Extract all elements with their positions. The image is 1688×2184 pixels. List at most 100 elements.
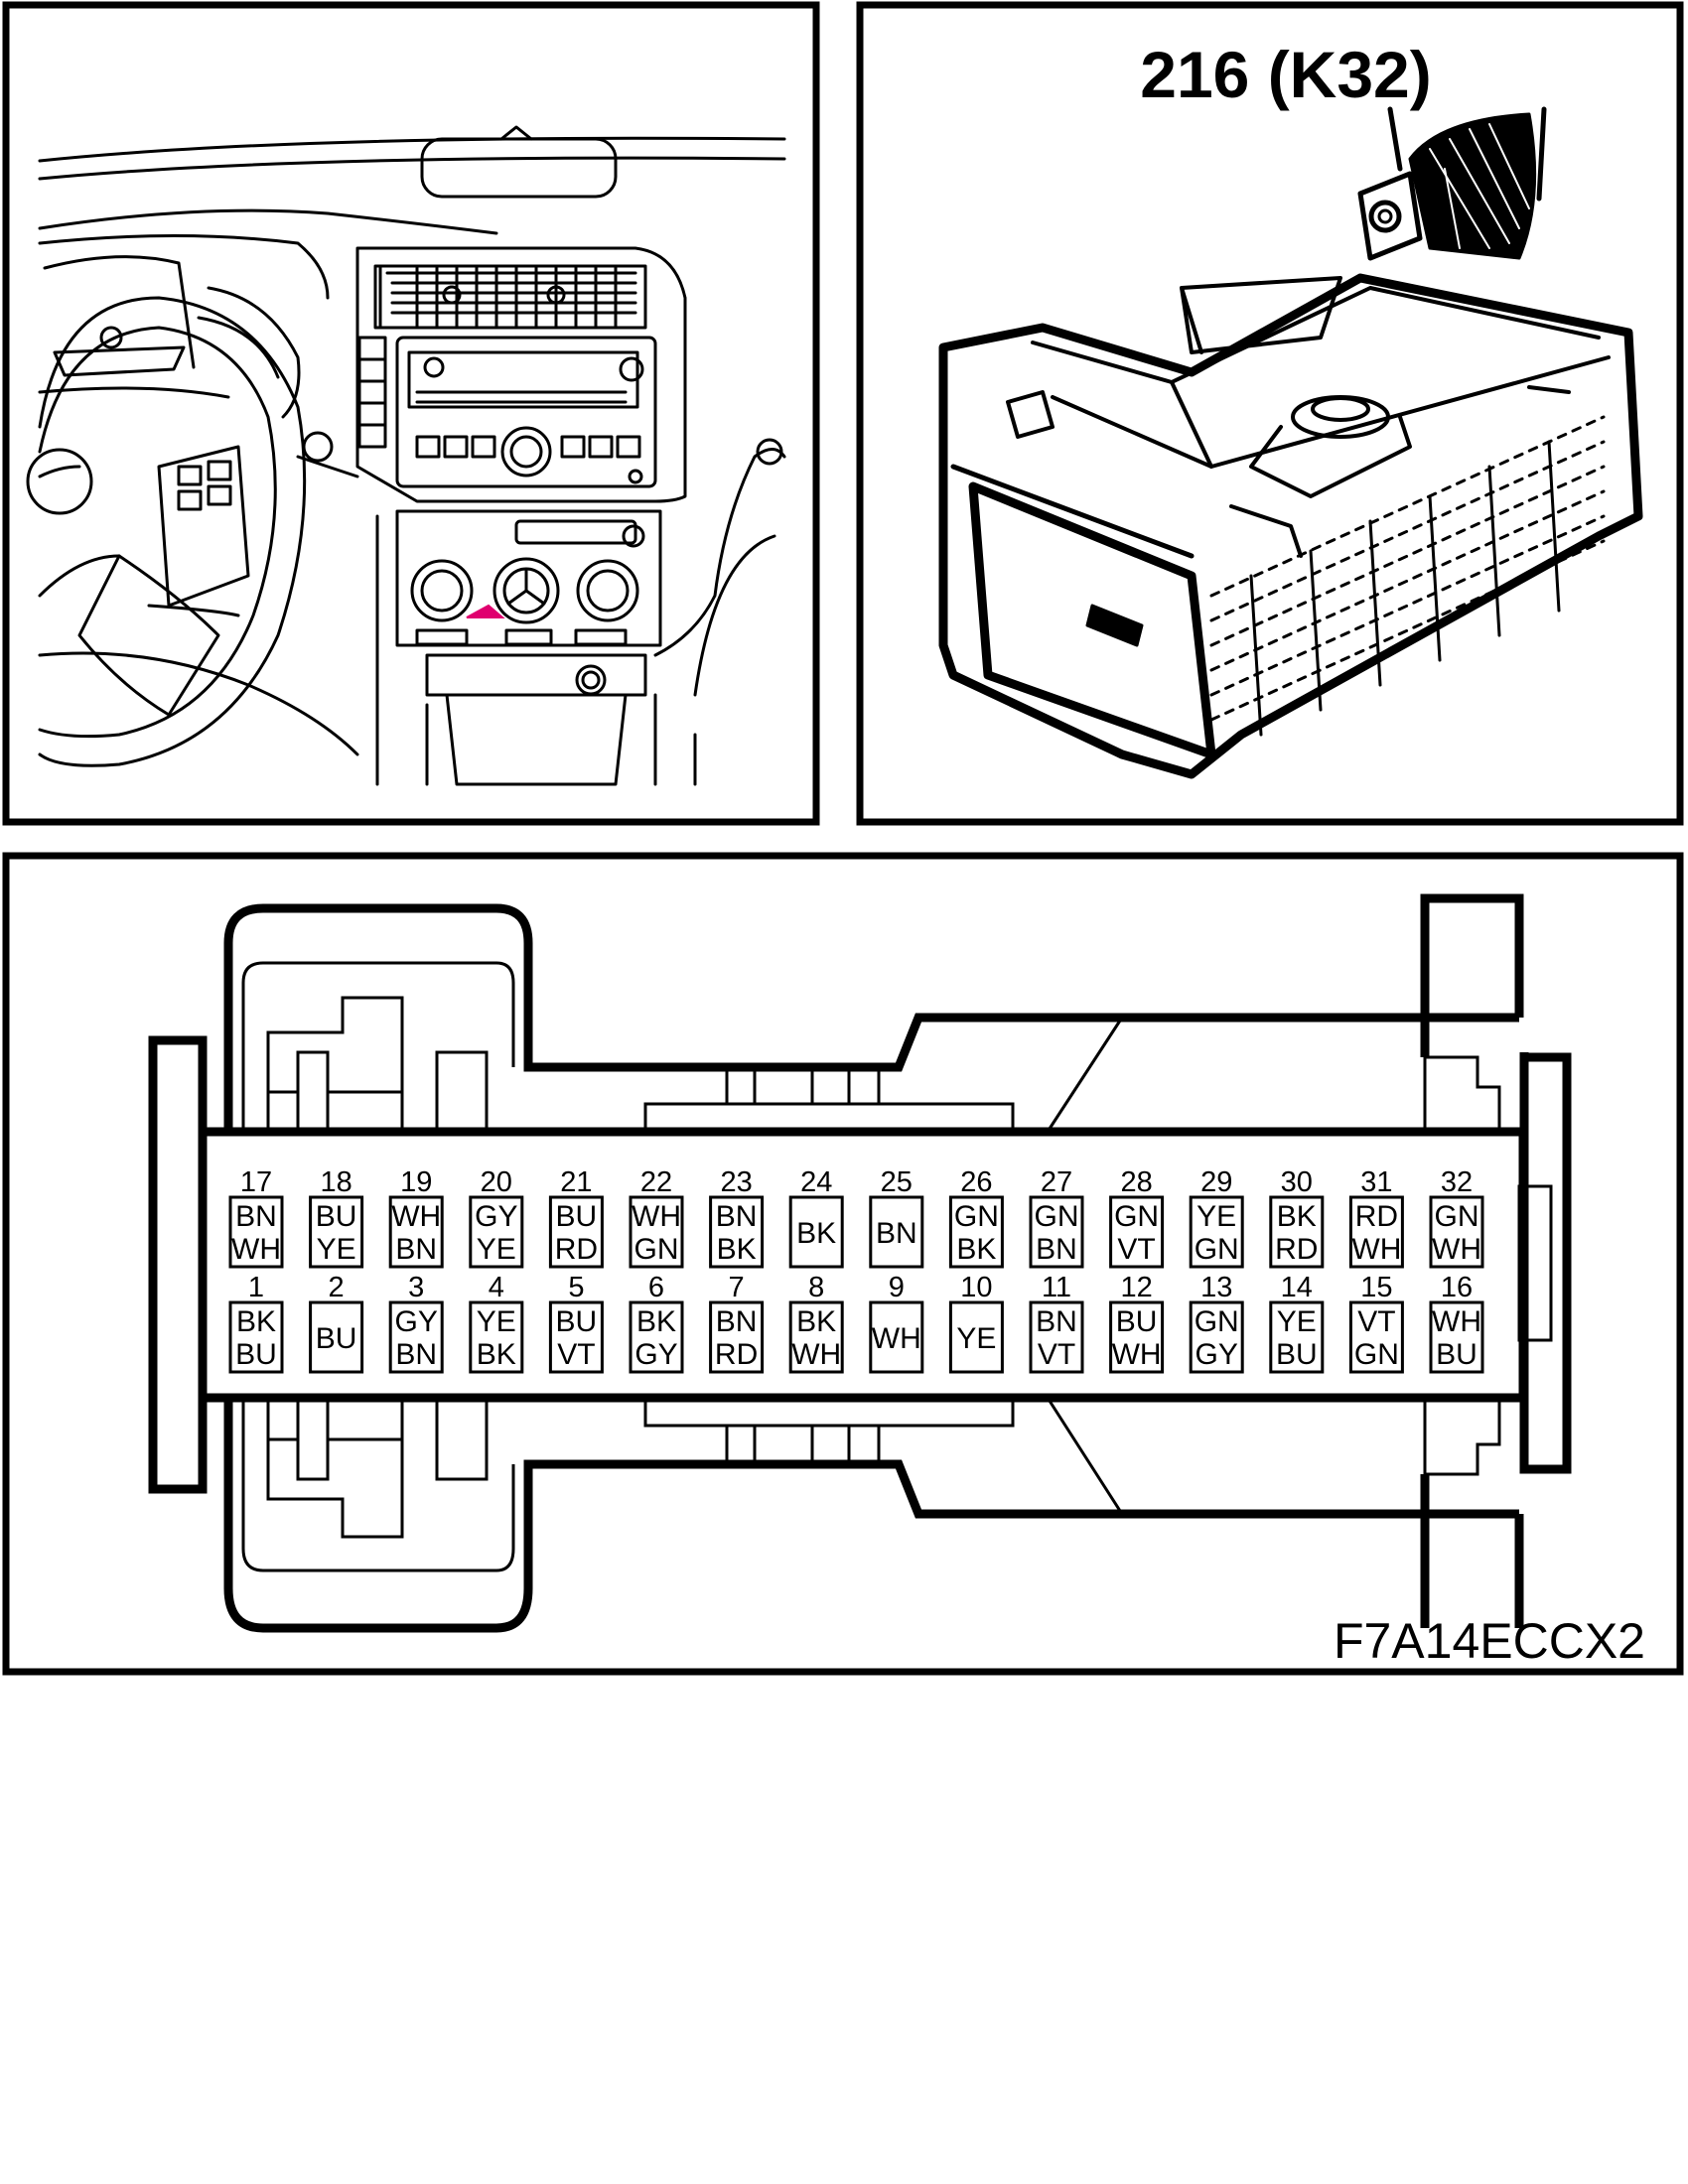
wire-color-code: RD [715,1338,758,1371]
pin-number: 31 [1360,1166,1392,1198]
wire-color-code: GN [1195,1233,1239,1266]
pin-cavity [469,1300,524,1374]
wire-color-code: YE [477,1233,516,1266]
wire-color-code: BK [1277,1200,1317,1233]
pin-cavity [469,1195,524,1269]
pin-cavity [1109,1300,1165,1374]
wire-color-code: BU [1276,1338,1318,1371]
pin-number: 8 [808,1272,824,1303]
wire-color-code: GN [954,1200,999,1233]
wire-color-code: WH [1351,1233,1401,1266]
wire-color-code: BK [796,1217,836,1250]
wire-color-code: BN [716,1200,758,1233]
wire-color-code: YE [317,1233,356,1266]
pin-number: 15 [1360,1272,1392,1303]
wire-color-code: WH [1112,1338,1162,1371]
wire-color-code: WH [391,1200,441,1233]
wire-color-code: BU [1116,1305,1158,1338]
pin-cavity [709,1300,765,1374]
wire-color-code: WH [791,1338,841,1371]
wire-color-code: VT [557,1338,595,1371]
pin-cavity [548,1300,604,1374]
pin-number: 32 [1441,1166,1473,1198]
pin-cavity [228,1300,284,1374]
pin-number: 30 [1281,1166,1313,1198]
dashboard-location-panel [2,1,820,826]
pin-cavity [1429,1300,1484,1374]
pin-cavity [1348,1300,1404,1374]
wire-color-code: BK [236,1305,276,1338]
pin-cavity [1029,1195,1084,1269]
pin-number: 24 [800,1166,832,1198]
pin-number: 9 [889,1272,905,1303]
wire-color-code: BN [876,1217,917,1250]
wire-color-code: WH [872,1322,921,1355]
wire-color-code: BK [956,1233,996,1266]
pin-number: 28 [1120,1166,1152,1198]
pin-cavity [388,1195,444,1269]
pin-cavity [309,1300,364,1374]
wire-color-code: WH [231,1233,281,1266]
pin-cavity [948,1195,1004,1269]
wire-color-code: BK [477,1338,516,1371]
wire-color-code: GN [1435,1200,1479,1233]
wire-color-code: BU [235,1338,277,1371]
figure-code: F7A14ECCX2 [1334,1613,1645,1669]
wire-color-code: BK [717,1233,757,1266]
pin-cavity [869,1300,924,1374]
pin-cavity [1269,1195,1325,1269]
wire-color-code: YE [477,1305,516,1338]
pin-row-top: 17BNWH18BUYE19WHBN20GYYE21BURD22WHGN23BN… [228,1166,1484,1269]
pin-number: 29 [1200,1166,1232,1198]
pin-row-bottom: 1BKBU2BU3GYBN4YEBK5BUVT6BKGY7BNRD8BKWH9W… [228,1272,1484,1374]
pin-number: 23 [720,1166,752,1198]
pin-number: 1 [248,1272,264,1303]
wire-color-code: GY [1196,1338,1238,1371]
wire-color-code: RD [1355,1200,1398,1233]
pin-cavity [1189,1300,1244,1374]
pin-cavity [629,1195,684,1269]
pin-cavity [228,1195,284,1269]
pin-cavity [548,1195,604,1269]
wire-color-code: YE [956,1322,996,1355]
pin-number: 22 [640,1166,672,1198]
pin-cavity [1109,1195,1165,1269]
pin-cavity [788,1300,844,1374]
pin-number: 27 [1041,1166,1072,1198]
location-arrow-icon [466,604,505,618]
wire-color-code: BN [395,1233,437,1266]
connector-view-panel: 216 (K32) [856,1,1684,826]
wire-color-code: VT [1357,1305,1395,1338]
pin-cavity [948,1300,1004,1374]
wire-color-code: BU [556,1305,598,1338]
pin-number: 13 [1200,1272,1232,1303]
wire-color-code: BN [716,1305,758,1338]
wire-color-code: BN [235,1200,277,1233]
pin-cavity [1029,1300,1084,1374]
pin-number: 7 [729,1272,745,1303]
pin-cavity [1189,1195,1244,1269]
wire-color-code: BN [1036,1305,1077,1338]
pin-number: 4 [489,1272,504,1303]
pin-cavity [629,1300,684,1374]
pin-number: 11 [1042,1272,1071,1303]
